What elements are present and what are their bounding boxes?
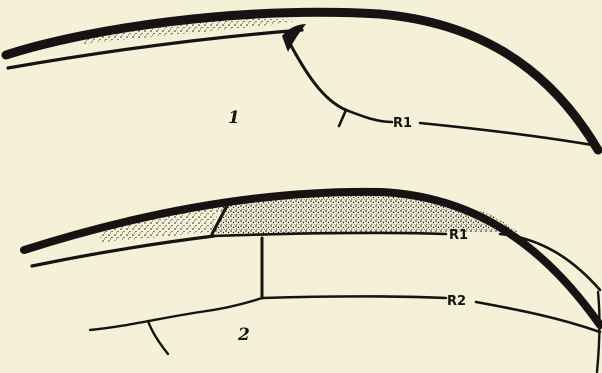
figure-2-r2-label: R2 — [447, 294, 466, 309]
figure-1-stub — [339, 110, 346, 126]
figure-2-r1-label: R1 — [449, 228, 468, 243]
figure-2-number: 2 — [237, 325, 250, 345]
figure-2-wing: R1 R2 2 — [24, 192, 600, 372]
figure-1-costa — [6, 12, 598, 150]
figure-1-r1-label: R1 — [393, 116, 412, 131]
figure-1-wing: R1 1 — [6, 12, 598, 150]
figure-2-medial-branch — [148, 321, 168, 354]
figure-1-junction — [282, 24, 306, 52]
figure-1-r1-vein — [346, 110, 598, 146]
figure-2-medial-vein — [90, 298, 262, 330]
figure-1-radial-vein — [288, 40, 346, 110]
figure-2-r2-vein — [262, 297, 600, 333]
figure-1-number: 1 — [228, 108, 240, 128]
